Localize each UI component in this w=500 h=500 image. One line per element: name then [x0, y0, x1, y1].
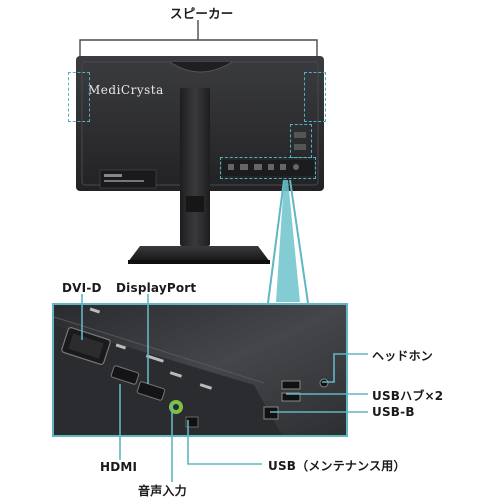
brand-logo: MediCrysta: [88, 83, 164, 97]
headphone-label: ヘッドホン: [372, 349, 434, 363]
hdmi-label: HDMI: [100, 460, 138, 474]
usb-b-label: USB-B: [372, 405, 415, 419]
displayport-label: DisplayPort: [116, 281, 197, 295]
ports-bottom-highlight: [220, 157, 316, 179]
speaker-left-highlight: [68, 72, 90, 122]
usb-hub-label: USBハブ×2: [372, 389, 444, 403]
usb-maintenance-label: USB（メンテナンス用）: [268, 459, 406, 473]
speaker-bracket: [0, 0, 500, 80]
speaker-right-highlight: [304, 72, 326, 122]
audio-in-label: 音声入力: [138, 484, 187, 498]
dvi-label: DVI-D: [62, 281, 102, 295]
zoom-callout: [267, 179, 309, 304]
port-closeup-panel: [52, 303, 348, 437]
speaker-label: スピーカー: [170, 6, 234, 21]
